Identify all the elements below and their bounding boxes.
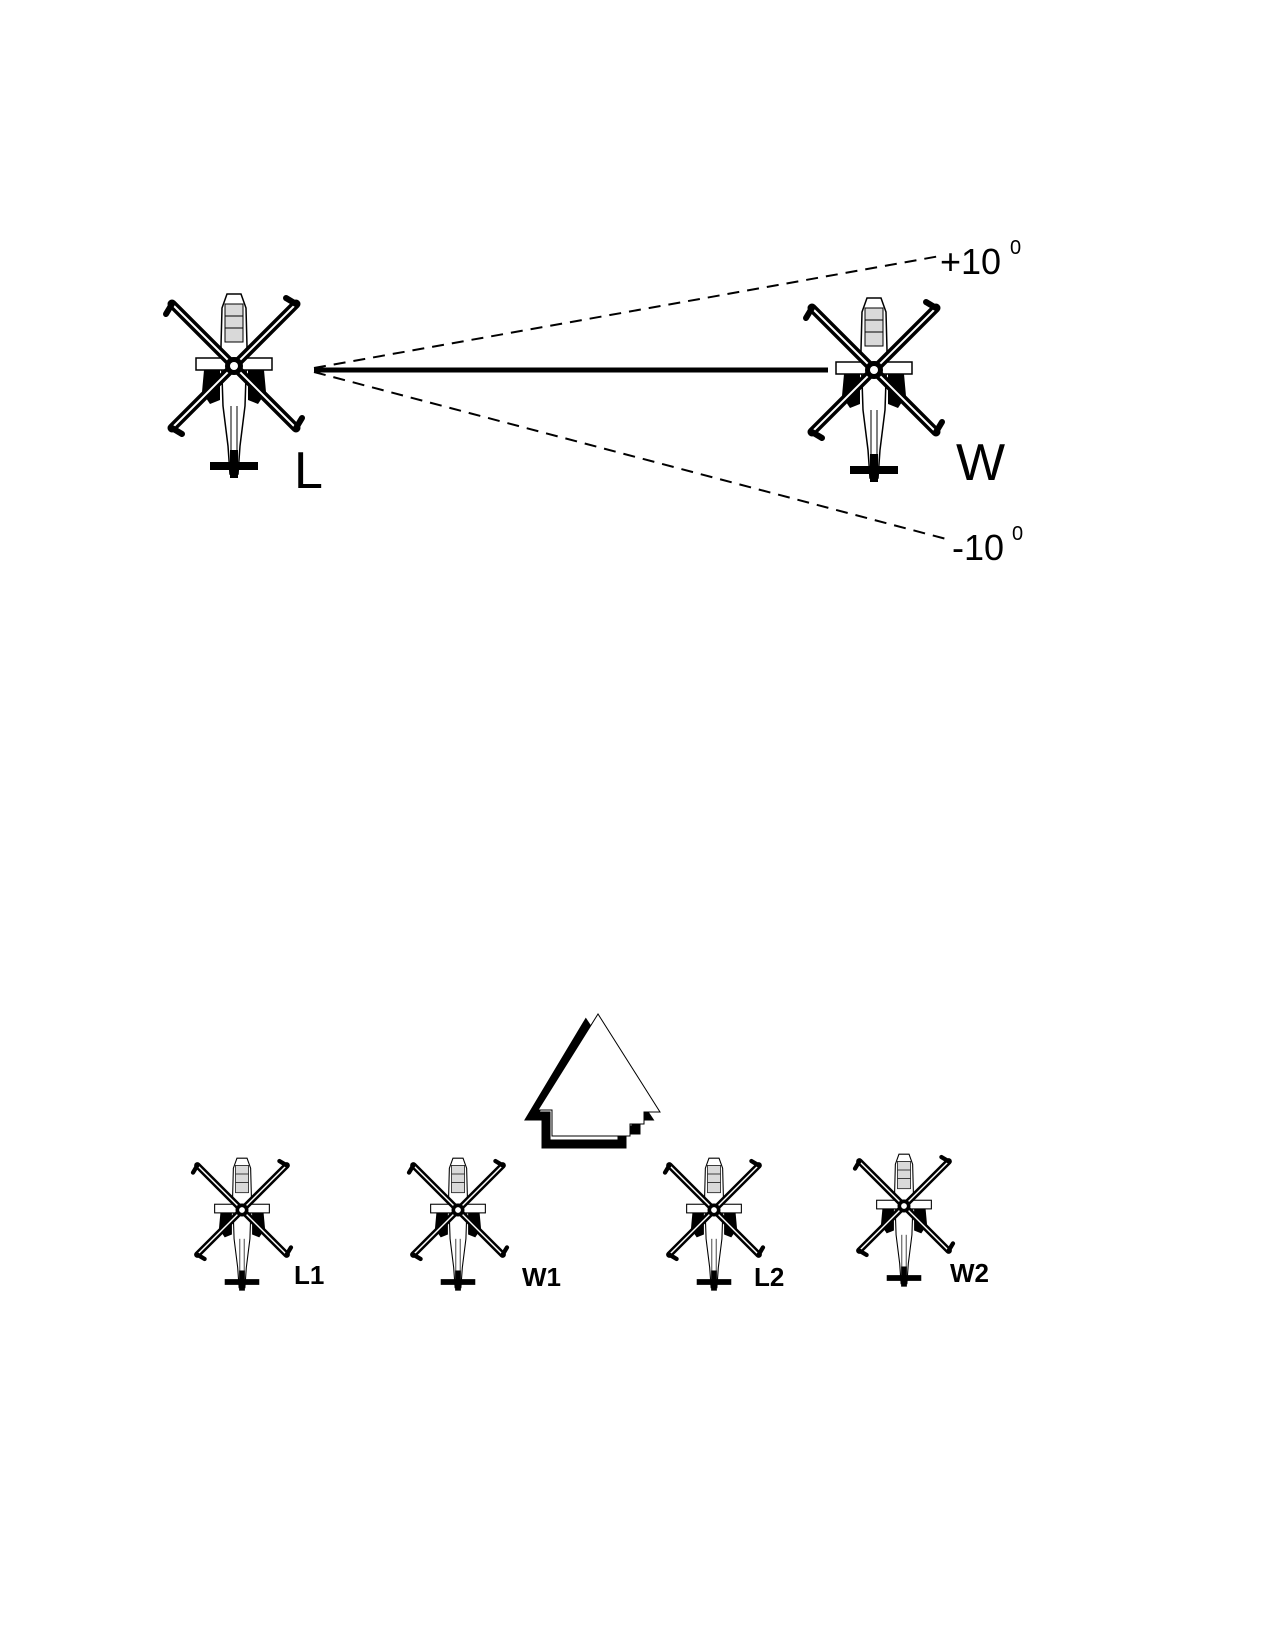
l2-label: L2	[754, 1262, 784, 1292]
wingman-label: W	[956, 434, 1005, 492]
w2-helicopter-icon	[855, 1154, 953, 1286]
lower-angle-label: -10	[952, 527, 1004, 568]
l2-helicopter-icon	[665, 1158, 763, 1290]
leader-label: L	[294, 442, 323, 500]
leader-helicopter-icon	[166, 294, 302, 478]
heading-arrow-icon	[524, 1013, 661, 1149]
upper-angle-degree: 0	[1010, 237, 1021, 259]
l1-label: L1	[294, 1260, 324, 1290]
bottom-diagram: L1 W1 L2 W2	[193, 1013, 989, 1292]
w1-helicopter-icon	[409, 1158, 507, 1290]
lower-angle-degree: 0	[1012, 523, 1023, 545]
w2-label: W2	[950, 1258, 989, 1288]
top-diagram: L W +10 0 -10 0	[166, 237, 1023, 568]
upper-angle-label: +10	[940, 241, 1001, 282]
lower-limit-line	[313, 371, 951, 541]
w1-label: W1	[522, 1262, 561, 1292]
wingman-helicopter-icon	[806, 298, 942, 482]
l1-helicopter-icon	[193, 1158, 291, 1290]
upper-limit-line	[313, 255, 941, 369]
